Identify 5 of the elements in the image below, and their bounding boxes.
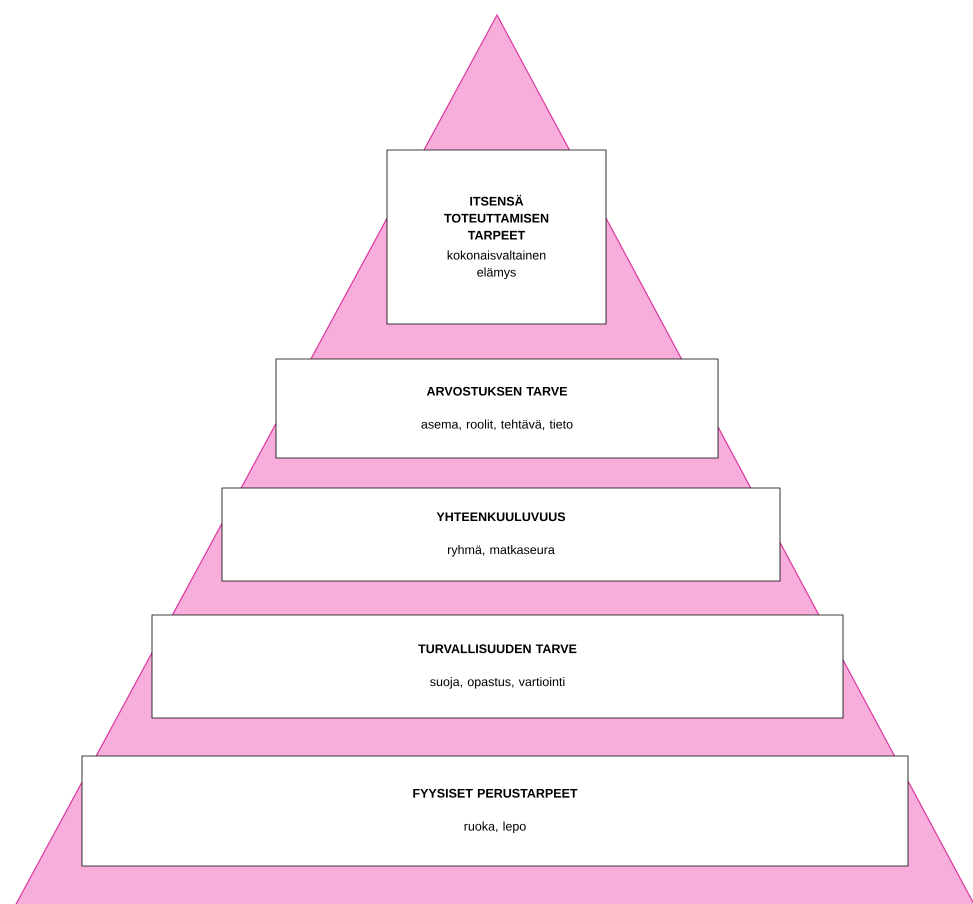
level-box: ITSENSÄ TOTEUTTAMISEN TARPEET kokonaisvaltainen elämys: [386, 150, 606, 324]
level-box: TURVALLISUUDEN TARVE suoja, opastus, vartiointi: [152, 614, 844, 718]
level-box: ARVOSTUKSEN TARVE asema, roolit, tehtävä, tieto: [276, 358, 718, 458]
level-box: YHTEENKUULUVUUS ryhmä, matkaseura: [222, 488, 780, 582]
level-box: FYYSISET PERUSTARPEET ruoka, lepo: [82, 756, 908, 866]
